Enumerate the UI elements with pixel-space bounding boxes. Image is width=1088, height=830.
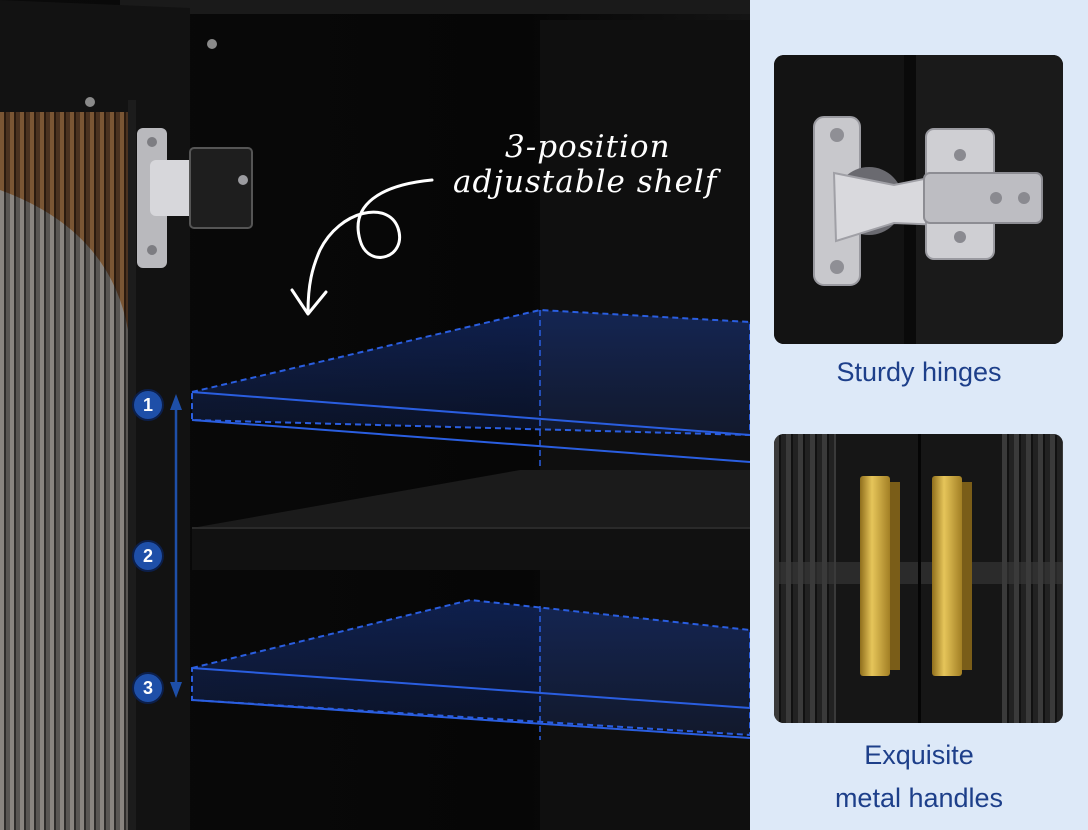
callout-arrowhead [290,288,328,316]
handle-left [860,476,890,676]
adjustable-shelf-position-3 [191,598,750,740]
screw [207,39,217,49]
door-frame-edge [128,100,136,830]
screw [85,97,95,107]
callout-curly-arrow [306,178,434,314]
position-range-arrow [170,394,182,698]
shelf-position-badge-2: 2 [132,540,164,572]
door-hinge [137,128,253,268]
shelf-position-badge-1: 1 [132,389,164,421]
callout-text-line-2: adjustable shelf [453,164,718,200]
adjustable-shelf-position-1 [191,308,750,470]
hinge-closeup-image [774,55,1063,344]
door-fluted-glass-arch [0,190,128,830]
caption-handles-line-2: metal handles [834,783,1004,813]
cabinet-top-panel [120,0,750,14]
fixed-middle-shelf-front [192,528,750,570]
caption-sturdy-hinges: Sturdy hinges [836,357,1002,387]
handles-closeup-image [774,434,1063,723]
feature-panel: Sturdy hinges [750,0,1088,830]
cabinet-interior-photo [0,0,750,830]
caption-handles-line-1: Exquisite [864,740,974,770]
shelf-position-badge-3: 3 [132,672,164,704]
callout-text-line-1: 3-position [505,129,671,165]
handle-right [932,476,962,676]
